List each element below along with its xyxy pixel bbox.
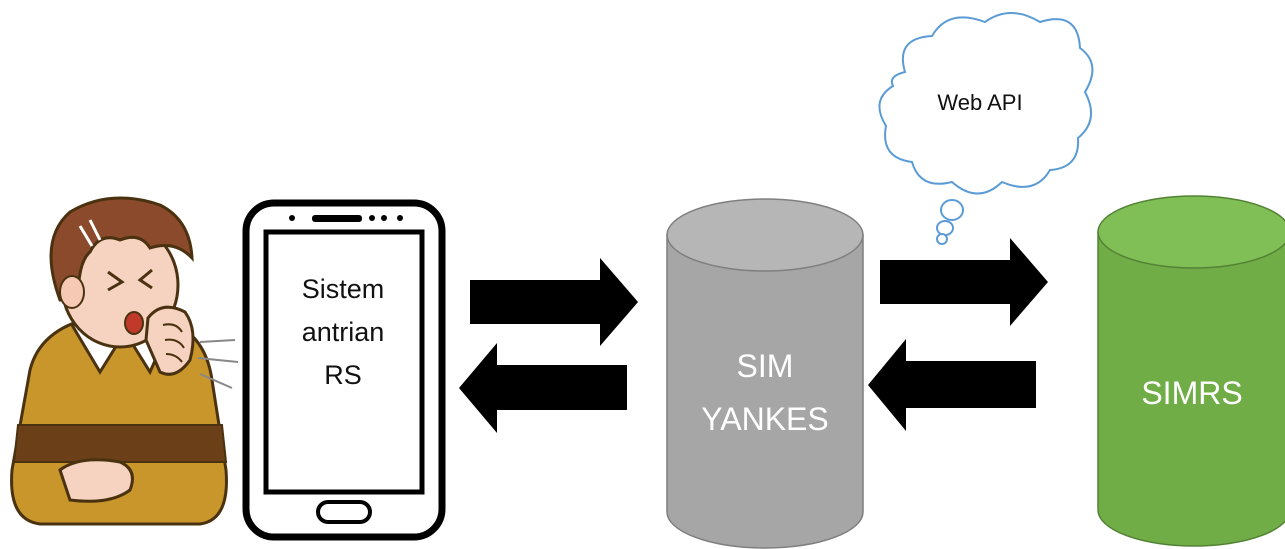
yankes-label-line-1: SIM	[737, 348, 794, 384]
database-cylinder-icon	[666, 198, 864, 549]
phone-label-line-2: antrian	[302, 317, 385, 347]
smartphone-icon	[242, 199, 446, 541]
phone-label-line-1: Sistem	[302, 274, 385, 304]
yankes-label-line-2: YANKES	[701, 401, 828, 437]
right-arrow-yankes-to-simrs	[880, 238, 1048, 326]
cloud-label: Web API	[937, 90, 1022, 115]
thought-cloud-icon	[878, 12, 1094, 245]
coughing-person-icon	[10, 196, 239, 526]
phone-label-line-3: RS	[324, 360, 362, 390]
left-arrow-yankes-to-phone	[459, 343, 627, 433]
left-arrow-simrs-to-yankes	[868, 339, 1036, 431]
simrs-label: SIMRS	[1141, 375, 1242, 411]
database-cylinder-icon	[1097, 195, 1285, 547]
right-arrow-phone-to-yankes	[470, 258, 638, 346]
